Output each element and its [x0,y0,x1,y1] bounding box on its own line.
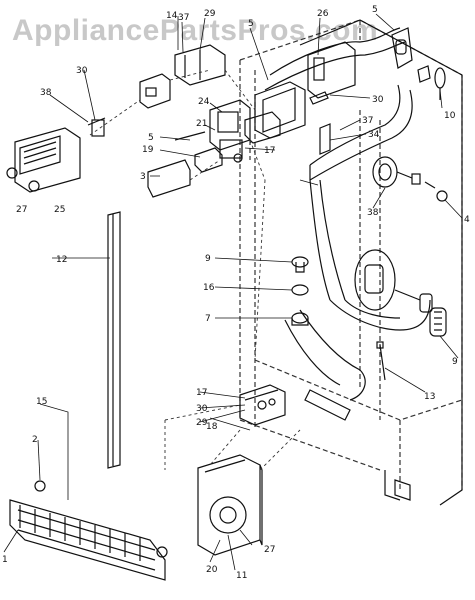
part-2-screw [34,480,168,558]
part-label: 17 [196,388,207,398]
part-label: 15 [36,397,47,407]
part-4-screw [436,190,448,202]
part-29-bracket [174,44,226,86]
light-housing [354,249,433,313]
part-label: 26 [317,9,329,19]
part-8-grommet [291,256,309,273]
part-number-labels: 5 26 10 5 29 37 14 30 38 24 21 5 19 3 17… [2,5,470,581]
part-label: 38 [40,88,52,98]
part-label: 27 [16,205,27,215]
part-36-shield [319,123,331,155]
part-27-knob [6,167,40,192]
part-16-washer [291,284,309,296]
part-label: 9 [452,357,458,367]
part-19-motor [219,139,243,163]
part-label: 1 [2,555,8,565]
part-label: 29 [204,9,216,19]
part-label: 5 [372,5,378,15]
part-30-thermostat [139,73,171,109]
part-28-bracket [307,41,356,99]
part-3-cover [147,159,191,198]
part-31-housing [254,81,306,139]
part-label: 30 [196,404,208,414]
part-label: 13 [424,392,435,402]
part-label: 5 [148,133,154,143]
part-label: 24 [198,97,210,107]
part-label: 12 [56,255,67,265]
part-13-bolt [376,341,386,381]
part-label: 37 [178,13,189,23]
part-label: 11 [236,571,247,581]
part-12-trim-strip [107,211,121,469]
part-label: 14 [166,11,178,21]
part-label: 30 [76,66,88,76]
part-label: 37 [362,116,373,126]
part-label: 30 [372,95,384,105]
part-label: 25 [54,205,65,215]
part-label: 5 [248,19,254,29]
part-label: 10 [444,111,456,121]
base-bracket-assembly [239,384,286,426]
part-label: 21 [196,119,207,129]
part-label: 9 [205,254,211,264]
part-label: 18 [206,422,218,432]
part-label: 38 [367,208,379,218]
part-1-toe-grille [9,499,166,581]
air-duct-assembly [264,27,431,421]
part-label: 7 [205,314,211,324]
part-label: 2 [32,435,38,445]
part-label: 34 [368,130,380,140]
part-label: 19 [142,145,154,155]
part-35-clip [309,91,329,105]
site-watermark: AppliancePartsPros.com [12,14,379,47]
part-9-lens [429,307,447,337]
leader-dashes [89,69,301,471]
part-label: 4 [464,215,470,225]
leader-lines [3,13,463,571]
part-label: 16 [203,283,215,293]
part-38-socket [372,156,436,189]
part-label: 3 [140,172,146,182]
part-22-gasket [244,111,281,144]
part-label: 20 [206,565,218,575]
part-6-cover [391,27,431,83]
part-label: 17 [264,146,275,156]
part-37-screw-left [87,117,106,137]
part-26-cover [197,454,263,556]
part-label: 29 [196,418,208,428]
part-label: 27 [264,545,275,555]
part-25-control-panel [14,127,81,193]
part-21-heater [194,147,223,173]
part-10-cap [434,67,446,100]
cabinet-edges [299,19,463,506]
